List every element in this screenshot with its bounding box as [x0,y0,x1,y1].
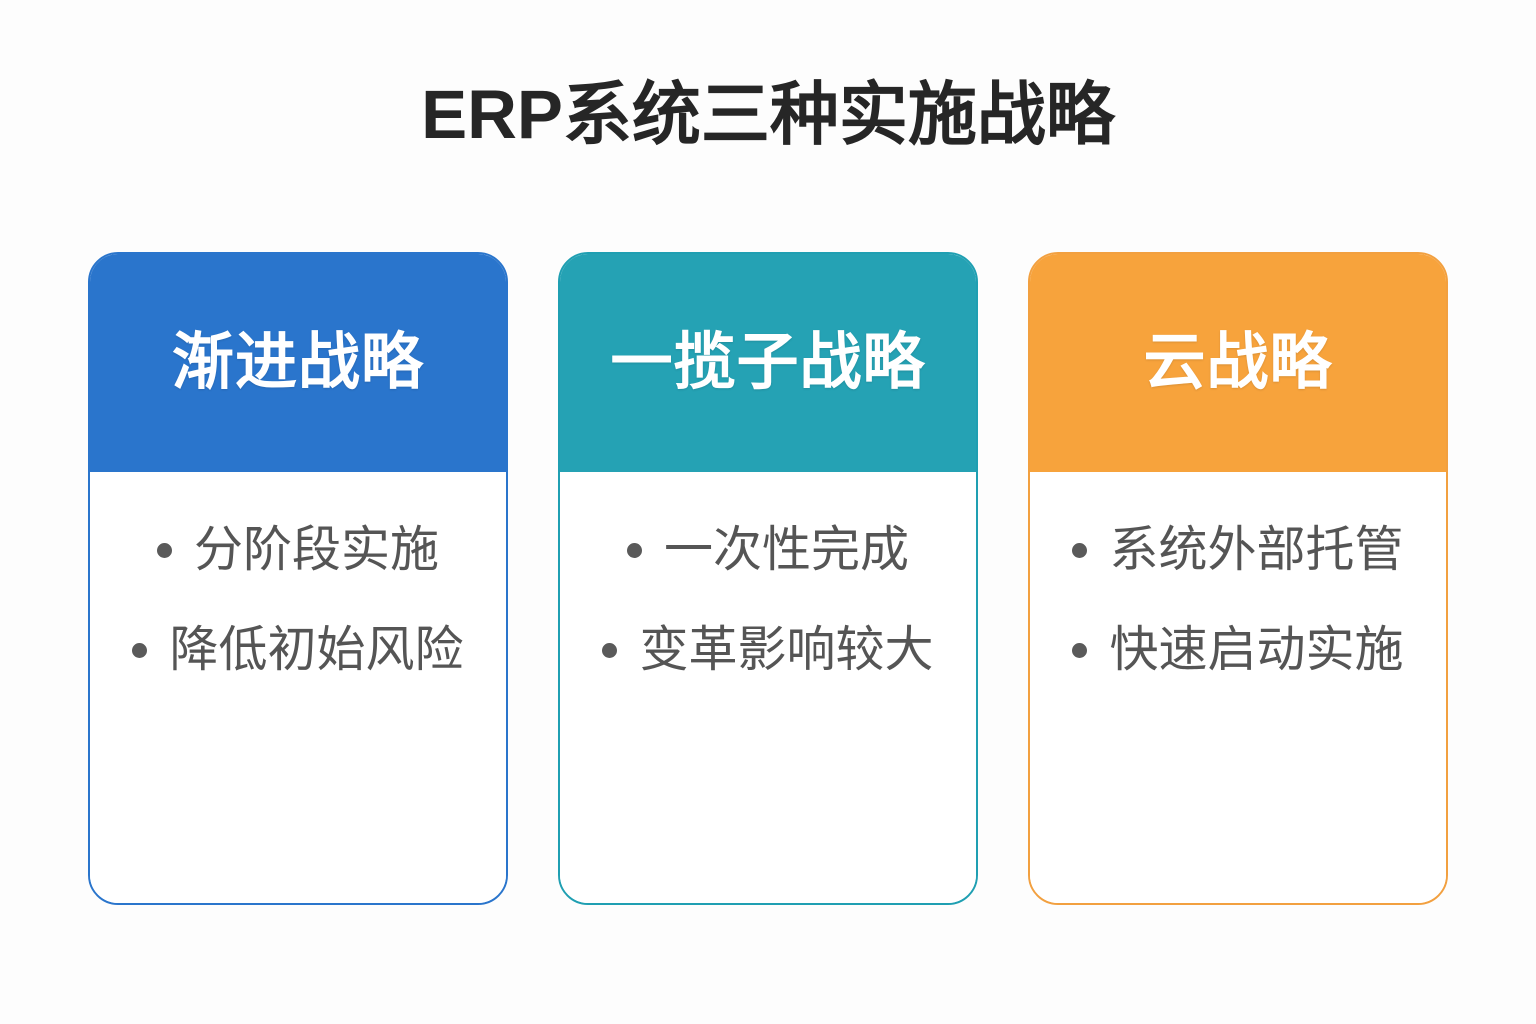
list-item: 变革影响较大 [602,620,934,680]
bullet-list-big-bang: 一次性完成 变革影响较大 [560,520,976,680]
bullet-text: 变革影响较大 [639,623,934,677]
card-body-incremental: 分阶段实施 降低初始风险 [90,472,506,903]
bullet-text: 快速启动实施 [1109,623,1404,677]
bullet-dot-icon [132,642,148,658]
bullet-dot-icon [1072,642,1088,658]
card-body-cloud: 系统外部托管 快速启动实施 [1030,472,1446,903]
card-header-incremental: 渐进战略 [90,254,506,472]
strategy-card-big-bang[interactable]: 一揽子战略 一次性完成 变革影响较大 [558,252,978,905]
bullet-dot-icon [1072,542,1088,558]
strategy-card-incremental[interactable]: 渐进战略 分阶段实施 降低初始风险 [88,252,508,905]
list-item: 快速启动实施 [1072,620,1404,680]
card-header-cloud: 云战略 [1030,254,1446,472]
strategy-cards-row: 渐进战略 分阶段实施 降低初始风险 一揽子战略 [88,252,1448,907]
list-item: 降低初始风险 [132,620,464,680]
bullet-list-incremental: 分阶段实施 降低初始风险 [90,520,506,680]
strategy-card-cloud[interactable]: 云战略 系统外部托管 快速启动实施 [1028,252,1448,905]
bullet-list-cloud: 系统外部托管 快速启动实施 [1030,520,1446,680]
bullet-dot-icon [626,542,642,558]
card-title-cloud: 云战略 [1143,328,1333,397]
bullet-text: 一次性完成 [663,523,909,577]
list-item: 一次性完成 [626,520,909,580]
bullet-text: 系统外部托管 [1109,523,1404,577]
bullet-dot-icon [156,542,172,558]
card-body-big-bang: 一次性完成 变革影响较大 [560,472,976,903]
bullet-dot-icon [602,642,618,658]
list-item: 分阶段实施 [156,520,439,580]
card-title-big-bang: 一揽子战略 [610,328,926,397]
page-title: ERP系统三种实施战略 [421,76,1115,153]
bullet-text: 分阶段实施 [193,523,439,577]
card-title-incremental: 渐进战略 [171,328,424,397]
list-item: 系统外部托管 [1072,520,1404,580]
card-header-big-bang: 一揽子战略 [560,254,976,472]
bullet-text: 降低初始风险 [169,623,464,677]
